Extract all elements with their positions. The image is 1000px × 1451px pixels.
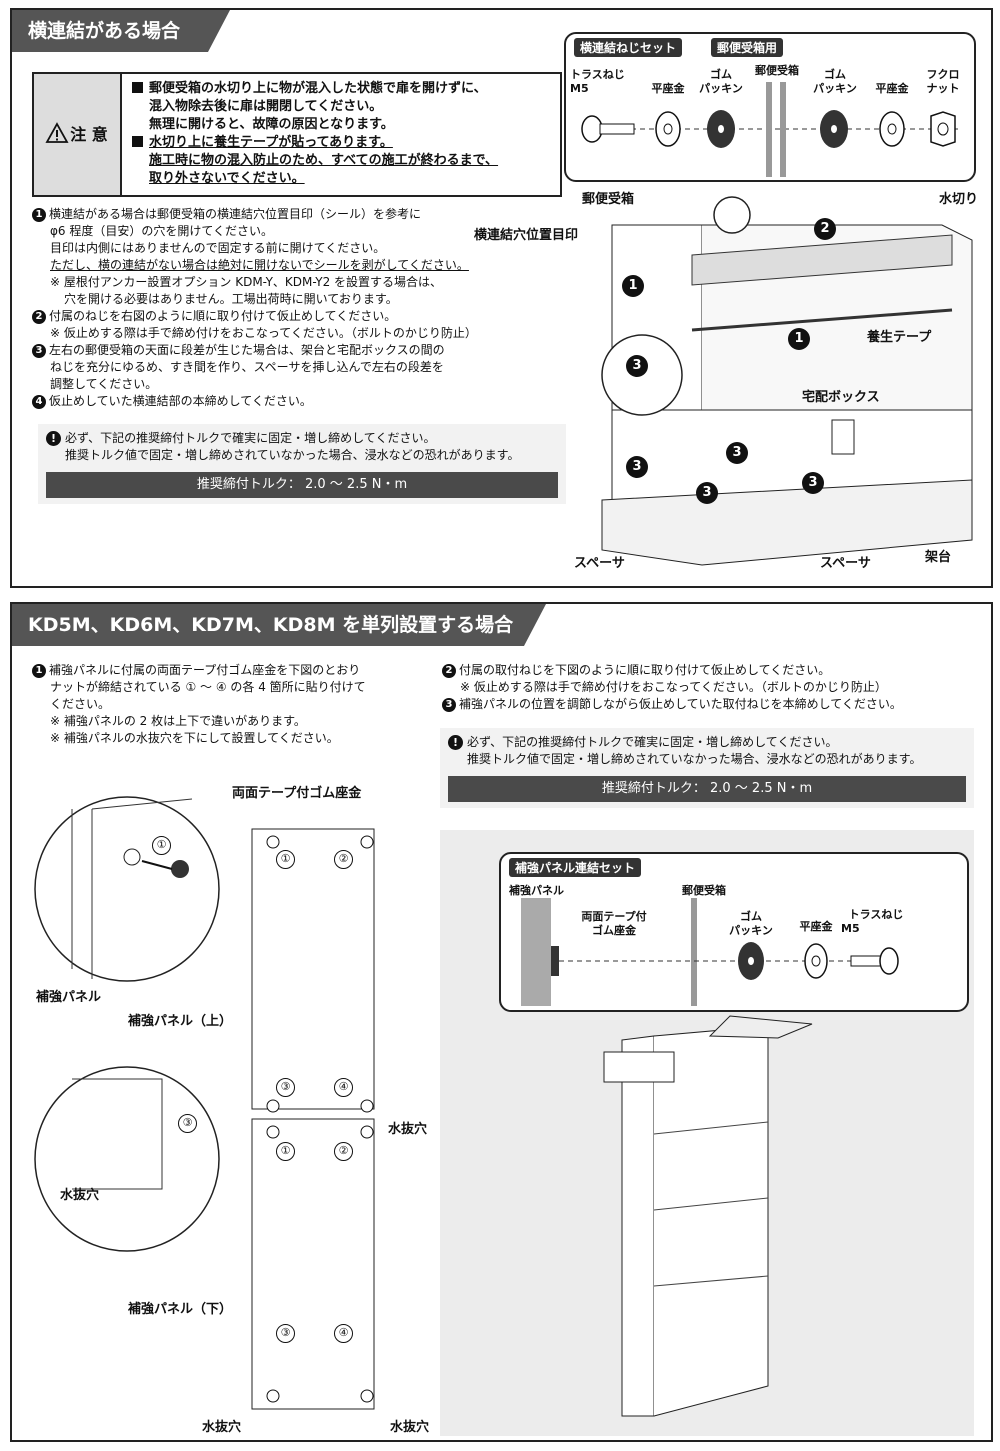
screw-set-callout: 横連結ねじセット 郵便受箱用 トラスねじ M5 平座金 ゴム パッキン 郵便受箱… [564,32,976,182]
flat-washer-icon [655,111,681,147]
circled-4: ④ [334,1324,353,1343]
connection-set-drawing [521,898,899,1006]
section-horizontal-link: 横連結がある場合 注 意 郵便受箱の水切り上に物が混入した状態で扉を開けずに、 … [10,8,993,588]
truss-screw-icon [850,947,899,975]
section-title: 横連結がある場合 [12,10,230,52]
flat-washer-icon [804,943,828,979]
label-panel-top: 補強パネル（上） [128,1014,233,1029]
connection-set-callout: 補強パネル連結セット 補強パネル 郵便受箱 両面テープ付 ゴム座金 ゴム パッキ… [499,852,969,1012]
label-drain-hole: 水抜穴 [390,1420,430,1435]
cap-nut-icon [930,111,956,147]
marker-3: 3 [726,442,748,464]
label-mizukiri: 水切り [939,192,979,207]
marker-2: 2 [814,218,836,240]
screw-set-drawing [581,82,958,177]
rubber-packing-icon [707,110,735,148]
marker-1: 1 [622,275,644,297]
marker-3: 3 [802,472,824,494]
circled-3: ③ [276,1078,295,1097]
circled-2: ② [334,1142,353,1161]
screw-set-subtitle: 郵便受箱用 [711,38,784,57]
label-drain-hole: 水抜穴 [60,1188,100,1203]
exclamation-icon: ! [448,735,463,750]
flat-washer-icon [879,111,905,147]
mailbox-diagram [601,196,973,566]
label-washer-tape: 両面テープ付ゴム座金 [232,786,362,801]
torque-box: !必ず、下記の推奨締付トルクで確実に固定・増し締めしてください。 推奨トルク値で… [38,424,566,504]
rubber-packing-icon [820,110,848,148]
torque-box: !必ず、下記の推奨締付トルクで確実に固定・増し締めしてください。 推奨トルク値で… [440,728,974,808]
label-mailbox: 郵便受箱 [582,192,635,207]
caution-text: 郵便受箱の水切り上に物が混入した状態で扉を開けずに、 混入物除去後に扉は開閉して… [132,80,498,188]
label-drain-hole: 水抜穴 [202,1420,242,1435]
circled-1: ① [152,836,171,855]
exclamation-icon: ! [46,431,61,446]
caution-label: 注 意 [34,74,122,195]
marker-1: 1 [788,328,810,350]
screw-set-title: 横連結ねじセット [574,38,683,57]
label-reinforcement-panel: 補強パネル [36,990,102,1005]
torque-value: 推奨締付トルク： 2.0 〜 2.5 N・m [46,472,558,498]
circled-2: ② [334,850,353,869]
warning-icon [45,122,69,143]
circled-3: ③ [178,1114,197,1133]
label-panel-bottom: 補強パネル（下） [128,1302,233,1317]
label-spacer: スペーサ [574,556,625,571]
label-drain-hole: 水抜穴 [388,1122,428,1137]
label-tape: 養生テープ [867,330,932,345]
label-spacer: スペーサ [820,556,871,571]
label-stand: 架台 [925,550,952,565]
circled-4: ④ [334,1078,353,1097]
marker-3: 3 [626,456,648,478]
label-hole-mark: 横連結穴位置目印 [474,228,579,243]
circled-3: ③ [276,1324,295,1343]
connection-set-title: 補強パネル連結セット [509,858,642,877]
mailbox-tower-drawing [603,1015,813,1417]
circled-1: ① [276,850,295,869]
truss-screw-icon [581,115,635,143]
torque-value: 推奨締付トルク： 2.0 〜 2.5 N・m [448,776,966,802]
section-title: KD5M、KD6M、KD7M、KD8M を単列設置する場合 [12,604,546,646]
marker-3: 3 [696,482,718,504]
circled-1: ① [276,1142,295,1161]
caution-box: 注 意 郵便受箱の水切り上に物が混入した状態で扉を開けずに、 混入物除去後に扉は… [32,72,562,197]
reinforcement-panel-diagram [34,796,375,1410]
marker-3: 3 [626,355,648,377]
rubber-packing-icon [738,942,764,980]
label-takuhai: 宅配ボックス [802,390,880,405]
